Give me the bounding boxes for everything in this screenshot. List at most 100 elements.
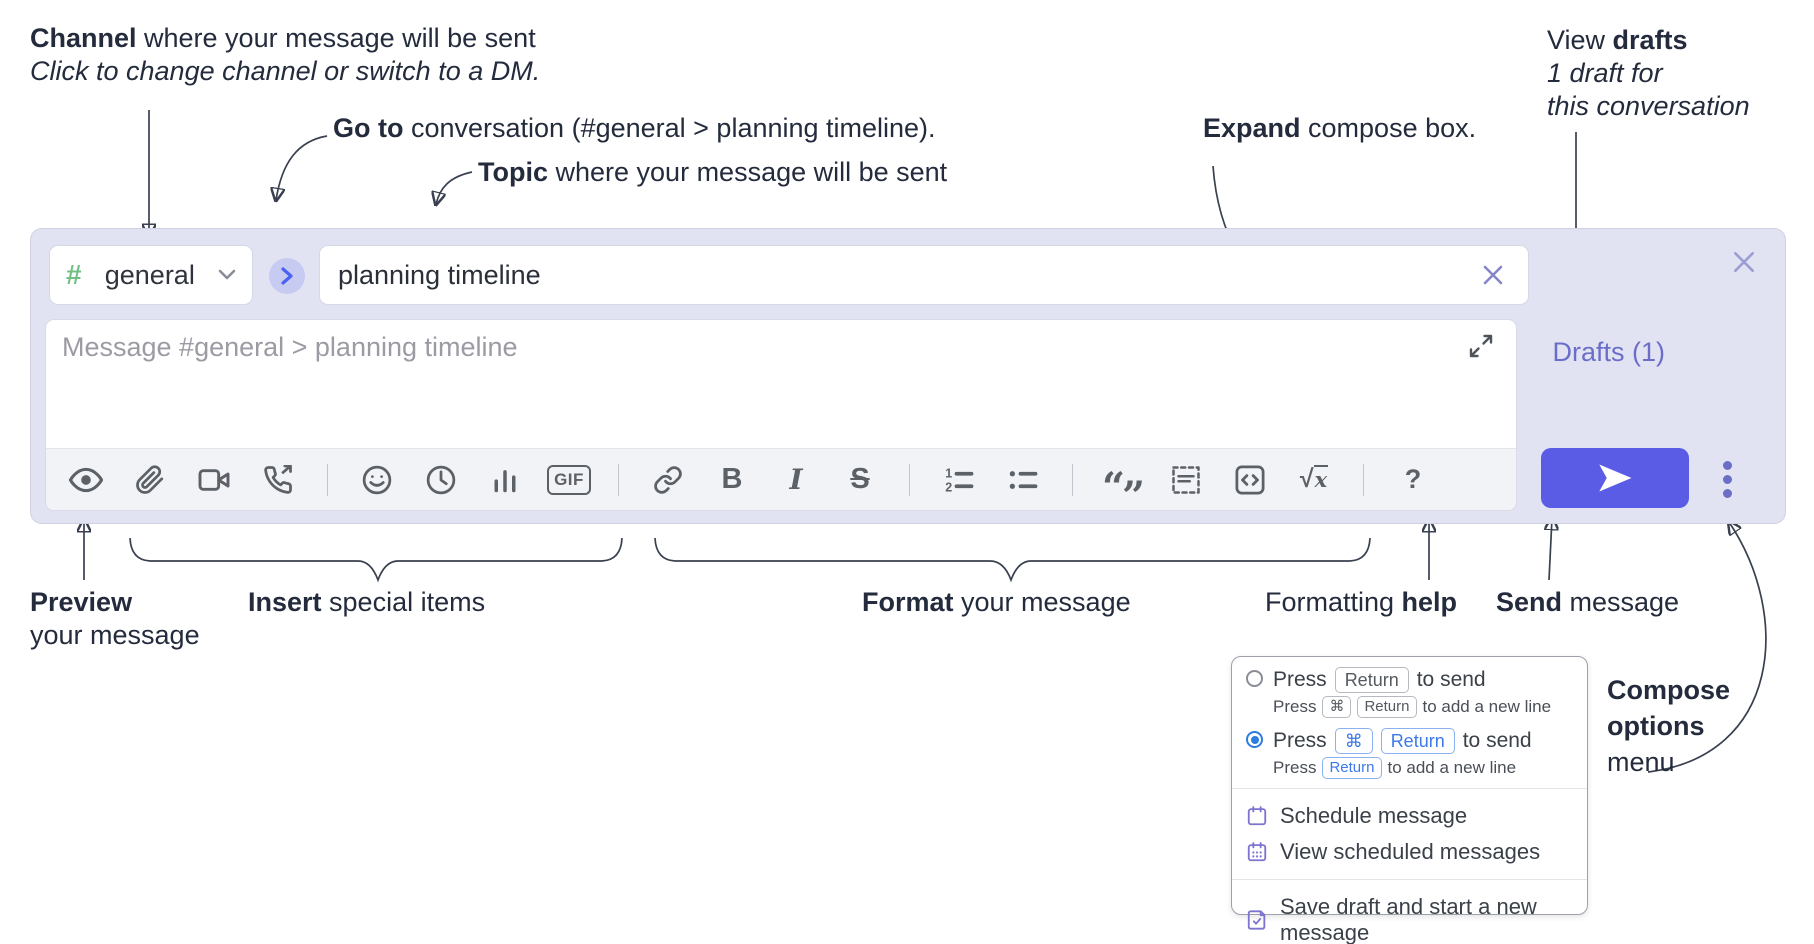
kebab-dot: [1722, 474, 1732, 484]
toolbar-divider: [327, 463, 328, 496]
return-key: Return: [1380, 728, 1455, 754]
attach-file-button[interactable]: [133, 460, 167, 500]
return-key: Return: [1322, 757, 1382, 779]
view-scheduled-messages-item[interactable]: View scheduled messages: [1232, 834, 1587, 870]
svg-text:1: 1: [945, 466, 952, 480]
quote-icon: “”: [1101, 463, 1145, 511]
format-annotation: Format your message: [862, 587, 1131, 617]
kebab-dot: [1722, 460, 1732, 470]
channel-annotation: Channel where your message will be sent …: [30, 22, 540, 88]
return-key: Return: [1357, 696, 1417, 718]
paperclip-icon: [136, 464, 164, 494]
return-key: Return: [1334, 667, 1409, 693]
option-return-to-send[interactable]: Press Return to send Press ⌘ Return to a…: [1232, 657, 1587, 718]
expand-icon: [1469, 334, 1493, 358]
smiley-icon: [362, 465, 392, 494]
radio-unchecked[interactable]: [1246, 670, 1263, 687]
insert-annotation: Insert special items: [248, 587, 486, 617]
channel-annotation-sub: Click to change channel or switch to a D…: [30, 56, 541, 86]
topic-input[interactable]: planning timeline: [319, 245, 1529, 305]
close-icon: [1734, 252, 1754, 272]
schedule-time-button[interactable]: [424, 460, 458, 500]
italic-button[interactable]: I: [779, 460, 813, 500]
voice-call-button[interactable]: [261, 460, 295, 500]
bold-button[interactable]: B: [715, 460, 749, 500]
video-call-button[interactable]: [197, 460, 231, 500]
expand-compose-button[interactable]: [1466, 332, 1496, 362]
phone-call-icon: [264, 464, 292, 494]
schedule-message-item[interactable]: Schedule message: [1232, 798, 1587, 834]
preview-annotation: Preview your message: [30, 587, 200, 650]
code-button[interactable]: [1233, 460, 1267, 500]
drafts-link[interactable]: Drafts (1): [1552, 337, 1665, 367]
math-icon: √x: [1299, 465, 1329, 493]
poll-button[interactable]: [488, 460, 522, 500]
goto-arrow: [276, 135, 328, 200]
calendar-icon: [1247, 806, 1267, 826]
send-button[interactable]: [1541, 448, 1689, 508]
save-draft-item[interactable]: Save draft and start a new message: [1232, 889, 1587, 944]
view-drafts-annotation: View drafts 1 draft for this conversatio…: [1547, 25, 1750, 121]
send-plane-icon: [1599, 464, 1632, 492]
send-annotation: Send message: [1496, 587, 1680, 617]
formatting-help-button[interactable]: ?: [1396, 460, 1430, 500]
spoiler-icon: [1172, 465, 1200, 494]
bulleted-list-icon: [1009, 470, 1038, 489]
formatting-help-annotation: Formatting help: [1265, 587, 1458, 617]
message-placeholder: Message #general > planning timeline: [62, 332, 518, 362]
channel-annotation-rest: where your message will be sent: [136, 23, 536, 53]
bold-icon: B: [721, 463, 743, 495]
preview-button[interactable]: [69, 460, 103, 500]
close-compose-button[interactable]: [1727, 245, 1761, 279]
clear-topic-button[interactable]: [1476, 258, 1510, 292]
go-to-conversation-button[interactable]: [269, 258, 305, 294]
send-arrow: [1549, 518, 1552, 581]
insert-brace: [129, 537, 623, 583]
compose-toolbar: GIF B I S: [46, 448, 1516, 510]
channel-name: general: [104, 259, 195, 290]
compose-box: # general planning timeline: [30, 228, 1786, 524]
video-camera-icon: [198, 468, 230, 491]
clock-icon: [426, 465, 456, 494]
numbered-list-icon: 1 2: [945, 466, 974, 494]
option-cmd-return-to-send[interactable]: Press ⌘ Return to send Press Return to a…: [1232, 718, 1587, 779]
chevron-right-icon: [281, 267, 293, 285]
bulleted-list-button[interactable]: [1006, 460, 1040, 500]
numbered-list-button[interactable]: 1 2: [942, 460, 976, 500]
channel-annotation-bold: Channel: [30, 23, 137, 53]
menu-divider: [1232, 788, 1587, 789]
toolbar-divider: [618, 463, 619, 496]
cmd-key: ⌘: [1334, 728, 1373, 754]
gif-button[interactable]: GIF: [547, 460, 591, 500]
radio-checked[interactable]: [1246, 731, 1263, 748]
toolbar-divider: [909, 463, 910, 496]
topic-value: planning timeline: [338, 259, 541, 290]
question-mark-icon: ?: [1404, 464, 1422, 494]
expand-annotation: Expand compose box.: [1203, 113, 1477, 143]
compose-options-annotation: Compose options menu: [1607, 675, 1731, 777]
quote-button[interactable]: “”: [1101, 460, 1145, 511]
topic-arrow: [436, 171, 473, 204]
kebab-dot: [1722, 488, 1732, 498]
link-button[interactable]: [651, 460, 685, 500]
menu-divider: [1232, 879, 1587, 880]
toolbar-divider: [1072, 463, 1073, 496]
format-brace: [654, 537, 1371, 583]
svg-text:2: 2: [945, 480, 952, 494]
strikethrough-button[interactable]: S: [843, 460, 877, 500]
cmd-key: ⌘: [1322, 696, 1352, 718]
message-input[interactable]: Message #general > planning timeline: [46, 320, 1516, 450]
channel-selector[interactable]: # general: [49, 245, 253, 305]
compose-options-button[interactable]: [1709, 453, 1745, 505]
strikethrough-icon: S: [850, 463, 870, 495]
topic-annotation: Topic where your message will be sent: [478, 157, 948, 187]
draft-check-icon: [1247, 910, 1266, 930]
spoiler-button[interactable]: [1169, 460, 1203, 500]
eye-icon: [69, 467, 103, 492]
gif-icon: GIF: [547, 464, 591, 495]
chevron-down-icon: [218, 269, 236, 280]
channel-hash-icon: #: [66, 259, 82, 290]
math-button[interactable]: √x: [1297, 460, 1331, 500]
emoji-button[interactable]: [360, 460, 394, 500]
